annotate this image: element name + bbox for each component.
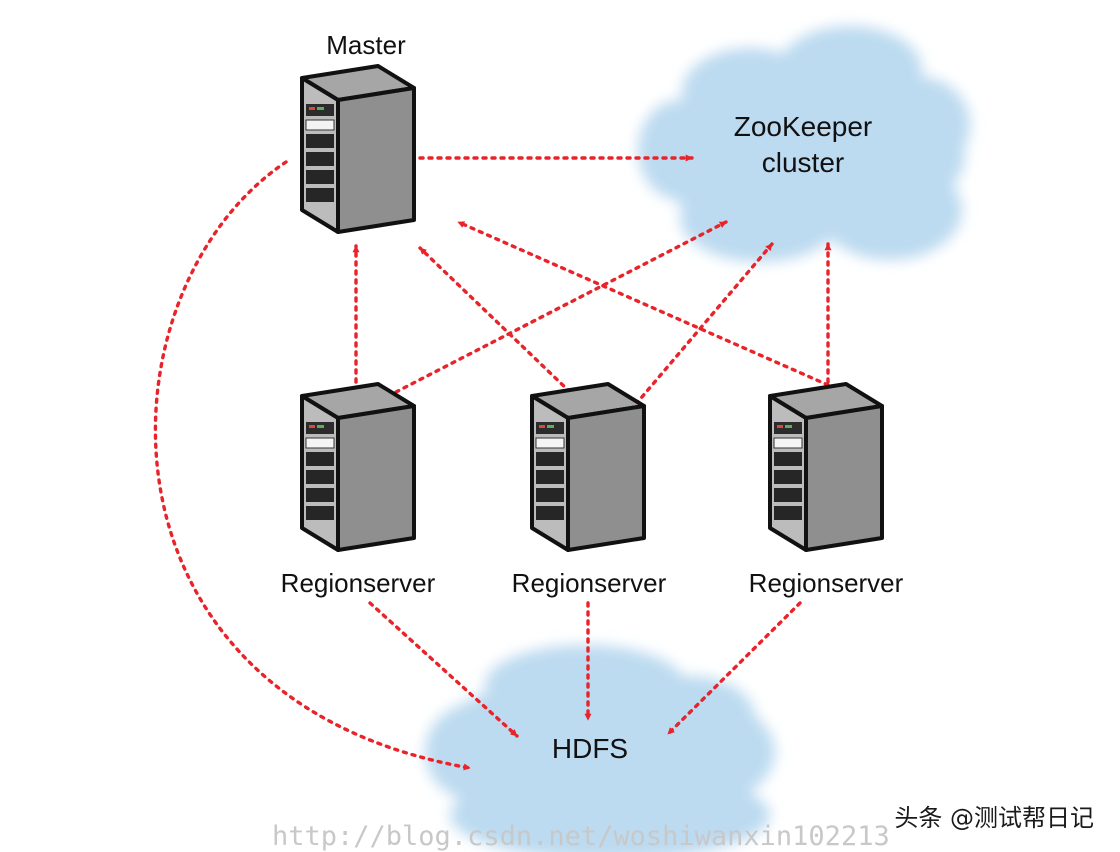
server-icon — [300, 64, 416, 234]
arrow-regionserver1-to-zookeeper — [394, 220, 728, 394]
regionserver-1: Regionserver — [281, 382, 436, 598]
arrow-regionserver2-to-master — [418, 246, 572, 394]
master-label: Master — [326, 30, 406, 60]
watermark: http://blog.csdn.net/woshiwanxin102213 — [272, 821, 890, 852]
zookeeper-label-line2: cluster — [762, 147, 844, 178]
connection-arrows — [153, 154, 832, 771]
server-icon — [300, 382, 416, 552]
hdfs-cloud — [425, 645, 775, 852]
server-icon — [768, 382, 884, 552]
hdfs-label: HDFS — [552, 733, 628, 764]
master-server: Master — [300, 30, 416, 234]
regionserver-label: Regionserver — [281, 568, 436, 598]
arrow-regionserver3-to-master — [456, 220, 830, 387]
arrow-master-to-hdfs — [153, 160, 472, 771]
arrow-regionserver3-to-hdfs — [666, 601, 802, 736]
arrow-regionserver2-to-zookeeper — [634, 242, 774, 406]
regionserver-3: Regionserver — [749, 382, 904, 598]
zookeeper-cloud — [638, 26, 970, 262]
credit-label: 头条 @测试帮日记 — [894, 804, 1094, 832]
regionserver-label: Regionserver — [749, 568, 904, 598]
server-icon — [530, 382, 646, 552]
regionserver-2: Regionserver — [512, 382, 667, 598]
arrow-regionserver1-to-hdfs — [368, 601, 519, 738]
regionserver-label: Regionserver — [512, 568, 667, 598]
zookeeper-label-line1: ZooKeeper — [734, 111, 873, 142]
